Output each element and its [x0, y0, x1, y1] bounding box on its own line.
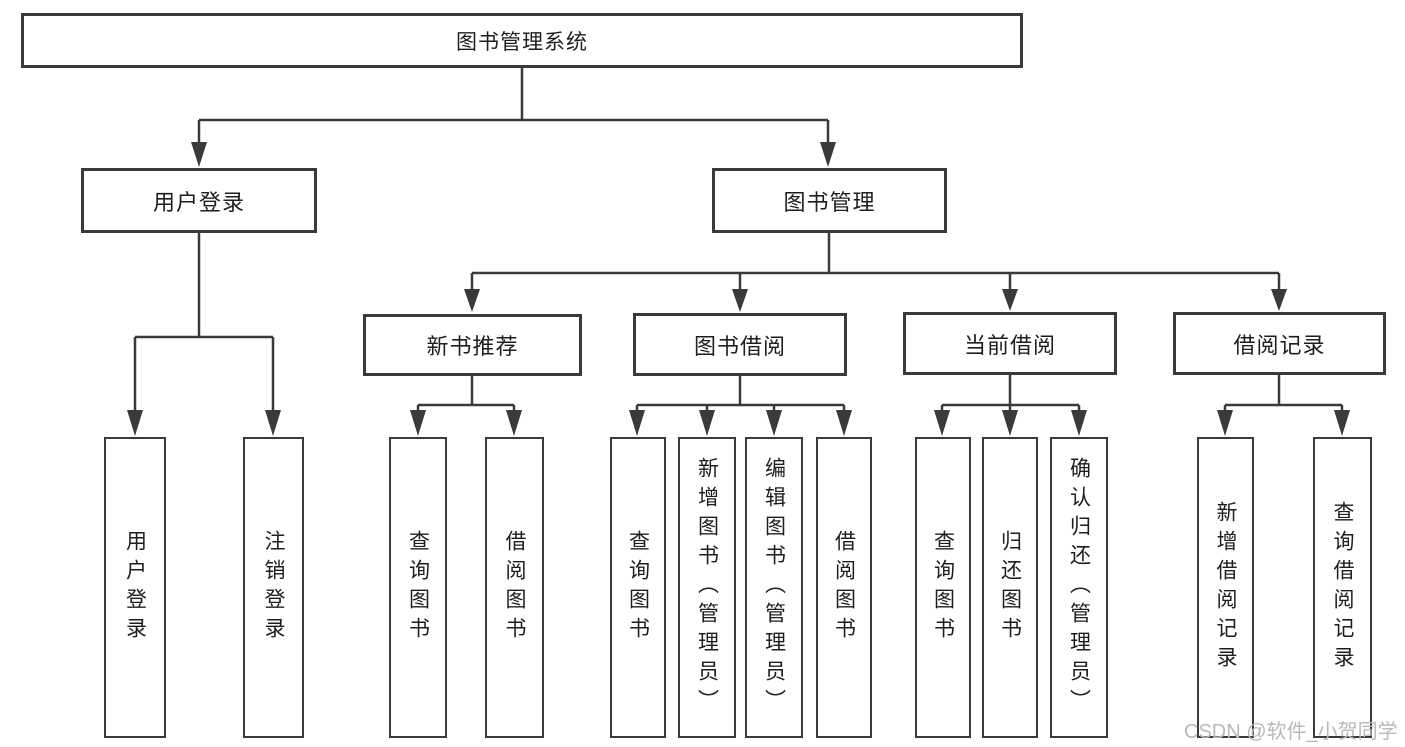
connector-currentborrow-group — [940, 375, 1081, 413]
node-new-book-recommend: 新书推荐 — [363, 314, 582, 376]
leaf-nbr-borrow-books: 借阅图书 — [485, 437, 544, 738]
node-user-login: 用户登录 — [81, 168, 317, 233]
arrowhead — [506, 410, 522, 436]
leaf-bb-edit-books-admin-label: 编辑图书（管理员） — [762, 457, 786, 718]
leaf-nbr-query-books: 查询图书 — [389, 437, 447, 738]
connector-bookborrow-group — [635, 376, 846, 413]
connector-root-to-level2 — [197, 68, 830, 145]
leaf-cb-confirm-return-admin-label: 确认归还（管理员） — [1067, 457, 1091, 718]
leaf-br-query-record: 查询借阅记录 — [1313, 437, 1372, 738]
arrowhead — [127, 410, 143, 436]
leaf-nbr-query-books-label: 查询图书 — [406, 529, 430, 646]
arrowhead — [934, 410, 950, 436]
connector-borrowrecord-group — [1223, 375, 1344, 413]
node-current-borrowing: 当前借阅 — [903, 312, 1117, 375]
arrowhead — [1002, 289, 1018, 311]
leaf-br-add-record: 新增借阅记录 — [1197, 437, 1254, 738]
arrowhead — [464, 289, 480, 312]
leaf-cb-query-books: 查询图书 — [915, 437, 971, 738]
leaf-bb-add-books-admin-label: 新增图书（管理员） — [695, 457, 719, 718]
node-book-management-label: 图书管理 — [783, 189, 876, 215]
arrowheads — [127, 142, 1350, 436]
arrowhead — [410, 410, 426, 436]
arrowhead — [629, 410, 645, 436]
arrowhead — [265, 410, 281, 436]
node-user-login-label: 用户登录 — [152, 189, 245, 215]
arrowhead — [836, 410, 852, 436]
leaf-cb-return-books: 归还图书 — [982, 437, 1038, 738]
leaf-logout-label: 注销登录 — [262, 529, 285, 646]
leaf-nbr-borrow-books-label: 借阅图书 — [503, 529, 526, 646]
arrowhead — [1217, 410, 1233, 436]
leaf-bb-query-books-label: 查询图书 — [626, 529, 650, 646]
connector-newbookrec-group — [416, 376, 516, 413]
connector-userlogin-group — [133, 233, 275, 412]
leaf-logout: 注销登录 — [243, 437, 304, 738]
leaf-cb-query-books-label: 查询图书 — [931, 529, 955, 646]
node-current-borrowing-label: 当前借阅 — [963, 332, 1056, 358]
leaf-bb-query-books: 查询图书 — [610, 437, 666, 738]
connector-bookmgmt-to-level3 — [470, 233, 1281, 291]
leaf-bb-borrow-books: 借阅图书 — [816, 437, 872, 738]
arrowhead — [191, 142, 207, 167]
arrowhead — [1271, 289, 1287, 311]
leaf-cb-confirm-return-admin: 确认归还（管理员） — [1050, 437, 1108, 738]
arrowhead — [1071, 410, 1087, 436]
node-new-book-recommend-label: 新书推荐 — [426, 334, 519, 359]
leaf-br-add-record-label: 新增借阅记录 — [1214, 500, 1237, 675]
leaf-cb-return-books-label: 归还图书 — [998, 529, 1022, 646]
arrowhead — [1002, 410, 1018, 436]
node-root: 图书管理系统 — [21, 13, 1023, 68]
arrowhead — [732, 289, 748, 312]
connector-paths — [133, 68, 1344, 413]
node-book-borrowing: 图书借阅 — [633, 313, 847, 376]
node-borrowing-record: 借阅记录 — [1173, 312, 1386, 375]
leaf-bb-edit-books-admin: 编辑图书（管理员） — [745, 437, 803, 738]
leaf-user-login: 用户登录 — [104, 437, 166, 738]
csdn-watermark: CSDN @软件_小贺同学 — [1184, 721, 1398, 743]
arrowhead — [1334, 410, 1350, 436]
leaf-bb-borrow-books-label: 借阅图书 — [832, 529, 856, 646]
leaf-br-query-record-label: 查询借阅记录 — [1331, 500, 1354, 675]
leaf-bb-add-books-admin: 新增图书（管理员） — [678, 437, 736, 738]
arrowhead — [699, 410, 715, 436]
node-borrowing-record-label: 借阅记录 — [1233, 332, 1326, 358]
node-root-label: 图书管理系统 — [456, 30, 588, 54]
node-book-borrowing-label: 图书借阅 — [693, 333, 786, 359]
node-book-management: 图书管理 — [712, 168, 947, 233]
leaf-user-login-label: 用户登录 — [123, 529, 147, 646]
arrowhead — [820, 142, 836, 167]
arrowhead — [766, 410, 782, 436]
